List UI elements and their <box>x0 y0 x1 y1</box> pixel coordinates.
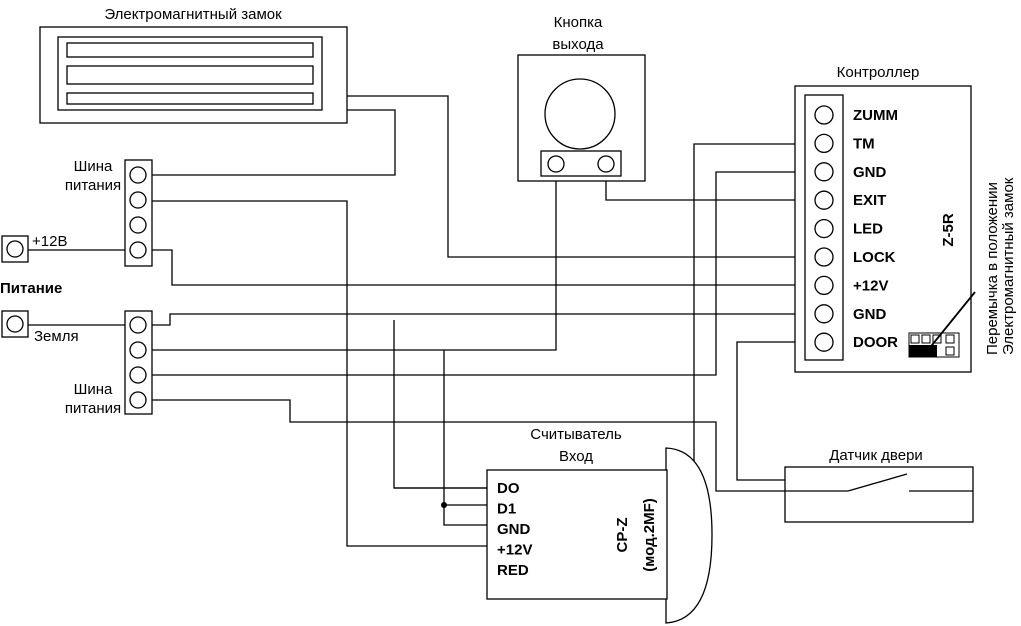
controller-terminal-label: GND <box>853 164 887 181</box>
controller-title: Контроллер <box>837 64 920 81</box>
controller: Контроллер ZUMM TM GND EXIT LED LOCK +12V GND DO… <box>794 64 1017 373</box>
controller-terminal <box>814 190 834 210</box>
reader-terminal-label: +12V <box>497 542 532 559</box>
exit-button-title-1: Кнопка <box>554 14 603 31</box>
bus-label-bottom-1: Шина <box>74 381 113 398</box>
reader-terminal-label: DO <box>497 480 520 497</box>
bus-top-terminal <box>129 166 147 184</box>
ground-terminal <box>6 315 24 333</box>
bus-label-top-1: Шина <box>74 158 113 175</box>
jumper-pin <box>945 334 955 344</box>
wire-ground-to-reader-gnd <box>150 172 557 351</box>
door-sensor-body <box>784 466 974 523</box>
jumper-pin <box>945 346 955 356</box>
jumper <box>908 291 976 358</box>
controller-terminal <box>814 133 834 154</box>
wire-supply12v-to-controller <box>150 249 809 286</box>
wire-ground-to-door-sensor <box>150 399 790 492</box>
ground-terminal-box <box>1 310 29 338</box>
bus-bottom-terminal <box>129 341 147 359</box>
plus12v-terminal-box <box>1 235 29 263</box>
wire-ground-to-controller-gnd-upper <box>150 171 809 376</box>
door-sensor-title: Датчик двери <box>829 447 923 464</box>
jumper-pointer <box>927 291 976 351</box>
bus-bottom-terminal <box>129 366 147 384</box>
reader-model-2: (мод.2MF) <box>641 498 658 572</box>
door-sensor: Датчик двери <box>784 447 974 523</box>
power-supply: Шина питания +12В Питание Земля Шина пит… <box>0 158 153 417</box>
controller-terminal <box>814 218 834 239</box>
lock-bar-1 <box>66 42 314 58</box>
bus-top-terminal <box>129 216 147 234</box>
jumper-pin <box>910 334 920 344</box>
exit-button-knob <box>544 78 616 150</box>
reader-terminal-label: D1 <box>497 501 516 518</box>
exit-button-title-2: выхода <box>552 36 604 53</box>
controller-terminal <box>814 275 834 296</box>
plus12v-terminal <box>6 240 24 258</box>
controller-terminal <box>814 304 834 324</box>
reader-body <box>486 469 668 600</box>
lock-bar-3 <box>66 92 314 105</box>
jumper-cap <box>909 345 937 357</box>
controller-terminal-label: ZUMM <box>853 107 898 124</box>
wire-ground-reader-gnd-branch <box>443 350 487 526</box>
controller-terminal-label: EXIT <box>853 192 886 209</box>
ground-label: Земля <box>34 328 79 345</box>
bus-bottom-terminal <box>129 391 147 409</box>
junction-dot <box>441 502 447 508</box>
door-sensor-switch-arm <box>847 473 908 492</box>
plus12v-label: +12В <box>32 233 67 250</box>
wire-lock-to-bus1 <box>150 109 396 176</box>
controller-terminal-label: LED <box>853 221 883 238</box>
wires <box>150 95 809 547</box>
bus-label-top-2: питания <box>65 177 121 194</box>
reader-terminal-label: RED <box>497 562 529 579</box>
wire-door-to-sensor <box>736 341 809 481</box>
lock-bar-2 <box>66 65 314 85</box>
wire-bus1-to-reader-12v <box>150 200 487 547</box>
bus-label-bottom-2: питания <box>65 400 121 417</box>
bus-bottom-terminal <box>129 316 147 334</box>
controller-terminal-label: GND <box>853 306 887 323</box>
lock-title: Электромагнитный замок <box>104 6 282 23</box>
controller-terminal <box>814 105 834 125</box>
jumper-pin <box>921 334 931 344</box>
reader-antenna <box>665 447 713 624</box>
jumper-note-1: Перемычка в положении <box>984 182 1001 355</box>
exit-button: Кнопка выхода <box>517 14 646 182</box>
controller-terminal-label: TM <box>853 135 875 152</box>
controller-terminal <box>814 332 834 352</box>
reader-title-2: Вход <box>559 448 593 465</box>
reader-title-1: Считыватель <box>530 426 622 443</box>
controller-terminals: ZUMM TM GND EXIT LED LOCK +12V GND DOOR <box>814 105 898 352</box>
controller-terminal-label: DOOR <box>853 334 898 351</box>
wire-ground-to-controller-gnd <box>150 313 809 326</box>
power-title: Питание <box>0 280 62 297</box>
reader-terminal-label: GND <box>497 521 531 538</box>
jumper-note-2: Электромагнитный замок <box>1000 177 1017 355</box>
electromagnetic-lock: Электромагнитный замок <box>39 6 348 124</box>
exit-button-terminal-2 <box>597 155 615 173</box>
controller-terminal <box>814 247 834 267</box>
wire-lock-to-controller <box>330 95 809 258</box>
bus-top-terminal <box>129 191 147 209</box>
controller-terminal-label: +12V <box>853 277 888 294</box>
controller-terminal-label: LOCK <box>853 249 896 266</box>
reader-model-1: CP-Z <box>614 518 631 553</box>
exit-button-terminal-1 <box>547 155 565 173</box>
bus-top-terminal <box>129 241 147 259</box>
controller-model: Z-5R <box>940 213 957 247</box>
controller-terminal <box>814 162 834 182</box>
